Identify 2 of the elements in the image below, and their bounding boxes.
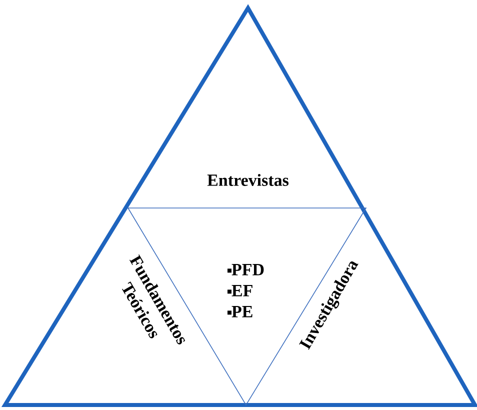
bullet-list: PFD EF PE — [227, 264, 264, 318]
section-label: Entrevistas — [207, 174, 288, 186]
